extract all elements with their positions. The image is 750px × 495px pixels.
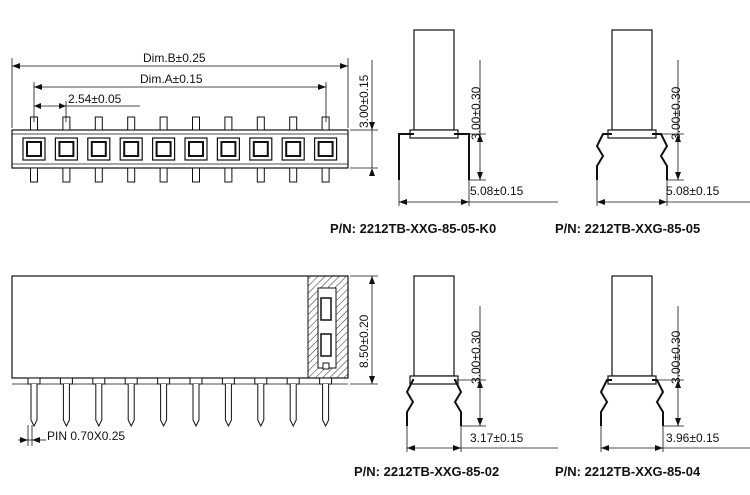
view4-span-label: 3.96±0.15	[666, 431, 720, 445]
dim-a-label: Dim.A±0.15	[140, 72, 203, 86]
side-view-pins	[27, 377, 333, 428]
pin	[157, 377, 171, 428]
pin	[27, 377, 41, 428]
contact	[281, 116, 305, 183]
view1-post-label: 3.00±0.30	[469, 86, 483, 140]
pitch-label: 2.54±0.05	[68, 92, 122, 106]
profile-views	[398, 29, 750, 452]
contact	[216, 116, 240, 183]
profile	[599, 275, 750, 452]
profile	[595, 29, 750, 206]
view1-span-label: 5.08±0.15	[470, 184, 524, 198]
part-number-04: P/N: 2212TB-XXG-85-04	[555, 464, 701, 479]
view3-span-label: 3.17±0.15	[470, 431, 524, 445]
contact	[249, 116, 273, 183]
pin	[59, 377, 73, 428]
pin	[92, 377, 106, 428]
view2-post-label: 3.00±0.30	[669, 86, 683, 140]
view2-span-label: 5.08±0.15	[666, 184, 720, 198]
contact	[87, 116, 111, 183]
side-view: 8.50±0.20 PIN 0.70X0.25	[11, 275, 378, 446]
dim-b-label: Dim.B±0.25	[143, 51, 206, 65]
pin	[221, 377, 235, 428]
contact	[184, 116, 208, 183]
contact	[22, 116, 46, 183]
contact	[152, 116, 176, 183]
pin	[286, 377, 300, 428]
profile	[405, 275, 558, 452]
contact	[54, 116, 79, 183]
part-number-k0: P/N: 2212TB-XXG-85-05-K0	[330, 221, 496, 236]
profile	[398, 29, 558, 206]
view3-post-label: 3.00±0.30	[469, 330, 483, 384]
top-view-contacts	[22, 116, 338, 183]
contact	[314, 116, 338, 183]
part-number-05: P/N: 2212TB-XXG-85-05	[555, 221, 700, 236]
top-height-label: 3.00±0.15	[357, 74, 371, 128]
pin	[124, 377, 138, 428]
pin	[319, 377, 333, 428]
side-height-label: 8.50±0.20	[357, 314, 371, 368]
view4-post-label: 3.00±0.30	[669, 330, 683, 384]
contact	[119, 116, 143, 183]
pin	[189, 377, 203, 428]
pin-size-label: PIN 0.70X0.25	[47, 429, 125, 443]
top-view-body	[11, 129, 349, 169]
side-view-body	[11, 275, 349, 379]
part-number-02: P/N: 2212TB-XXG-85-02	[354, 464, 499, 479]
top-view: Dim.B±0.25 Dim.A±0.15 2.54±0.05 3.00±0.1…	[11, 51, 378, 183]
pin	[254, 377, 268, 428]
